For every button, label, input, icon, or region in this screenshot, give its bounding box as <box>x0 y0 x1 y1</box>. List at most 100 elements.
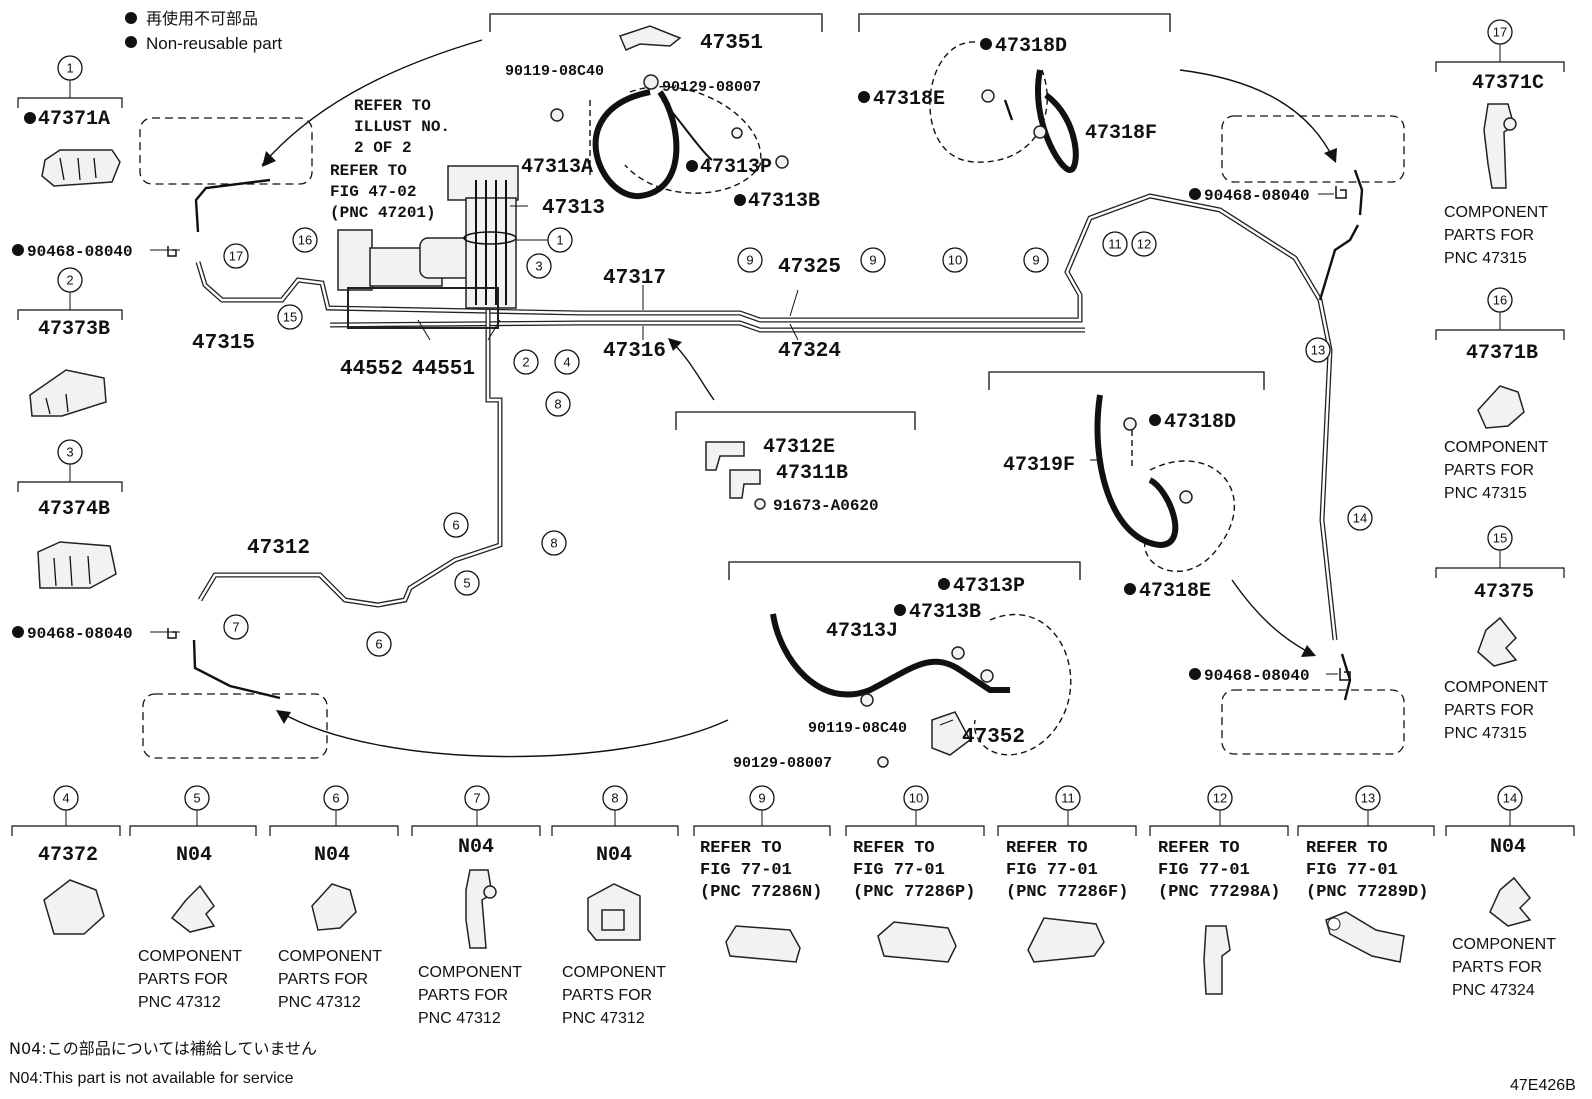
svg-text:N04: N04 <box>314 844 350 867</box>
svg-text:PNC 47312: PNC 47312 <box>418 1010 501 1027</box>
svg-text:(PNC 77286P): (PNC 77286P) <box>853 883 975 902</box>
svg-text:PARTS FOR: PARTS FOR <box>1444 227 1534 244</box>
svg-text:COMPONENT: COMPONENT <box>1444 439 1548 456</box>
svg-text:47313P: 47313P <box>700 156 772 179</box>
svg-text:47372: 47372 <box>38 844 98 867</box>
svg-text:47325: 47325 <box>778 256 841 279</box>
svg-text:47313P: 47313P <box>953 575 1025 598</box>
svg-text:REFER TO: REFER TO <box>354 97 431 115</box>
svg-text:14: 14 <box>1353 511 1367 526</box>
svg-text:(PNC 77298A): (PNC 77298A) <box>1158 883 1280 902</box>
svg-text:91673-A0620: 91673-A0620 <box>773 497 879 515</box>
svg-text:2: 2 <box>66 273 73 288</box>
svg-text:9: 9 <box>1032 253 1039 268</box>
svg-text:PNC 47315: PNC 47315 <box>1444 485 1527 502</box>
svg-text:REFER TO: REFER TO <box>853 839 935 858</box>
legend-nonreusable-ja: 再使用不可部品 <box>146 9 258 28</box>
svg-text:47317: 47317 <box>603 267 666 290</box>
svg-text:PARTS FOR: PARTS FOR <box>1444 462 1534 479</box>
svg-text:14: 14 <box>1503 791 1517 806</box>
svg-text:6: 6 <box>452 518 459 533</box>
svg-text:5: 5 <box>463 576 470 591</box>
svg-text:7: 7 <box>473 791 480 806</box>
svg-text:47371A: 47371A <box>38 108 110 131</box>
svg-text:90129-08007: 90129-08007 <box>662 79 761 96</box>
svg-text:PARTS FOR: PARTS FOR <box>1444 702 1534 719</box>
svg-text:90468-08040: 90468-08040 <box>27 243 133 261</box>
svg-text:47371B: 47371B <box>1466 342 1538 365</box>
svg-text:ILLUST NO.: ILLUST NO. <box>354 118 450 136</box>
svg-text:(PNC 47201): (PNC 47201) <box>330 204 436 222</box>
svg-text:15: 15 <box>1493 531 1507 546</box>
svg-text:11: 11 <box>1061 791 1075 806</box>
svg-text:90119-08C40: 90119-08C40 <box>505 63 604 80</box>
svg-text:11: 11 <box>1108 237 1122 252</box>
footnote-n04-ja: N04:この部品については補給していません <box>9 1039 317 1058</box>
svg-text:90119-08C40: 90119-08C40 <box>808 720 907 737</box>
svg-text:17: 17 <box>1493 25 1507 40</box>
svg-text:47313A: 47313A <box>521 156 593 179</box>
svg-text:REFER TO: REFER TO <box>1158 839 1240 858</box>
svg-text:47374B: 47374B <box>38 498 110 521</box>
svg-text:PARTS FOR: PARTS FOR <box>278 971 368 988</box>
svg-text:PNC 47315: PNC 47315 <box>1444 725 1527 742</box>
svg-text:47318E: 47318E <box>1139 580 1211 603</box>
svg-text:PNC 47324: PNC 47324 <box>1452 982 1535 999</box>
svg-text:13: 13 <box>1361 791 1375 806</box>
svg-text:8: 8 <box>611 791 618 806</box>
svg-text:N04: N04 <box>1490 836 1526 859</box>
svg-text:47318D: 47318D <box>1164 411 1236 434</box>
svg-text:COMPONENT: COMPONENT <box>278 948 382 965</box>
svg-text:90129-08007: 90129-08007 <box>733 755 832 772</box>
svg-text:9: 9 <box>869 253 876 268</box>
svg-text:47313: 47313 <box>542 197 605 220</box>
svg-text:47312: 47312 <box>247 537 310 560</box>
svg-text:5: 5 <box>193 791 200 806</box>
svg-text:12: 12 <box>1213 791 1227 806</box>
svg-text:90468-08040: 90468-08040 <box>1204 187 1310 205</box>
svg-text:47313B: 47313B <box>909 601 981 624</box>
svg-text:6: 6 <box>375 637 382 652</box>
svg-text:47313B: 47313B <box>748 190 820 213</box>
svg-text:PARTS FOR: PARTS FOR <box>418 987 508 1004</box>
svg-text:2 OF 2: 2 OF 2 <box>354 139 412 157</box>
legend-nonreusable-en: Non-reusable part <box>146 34 282 53</box>
svg-text:FIG 77-01: FIG 77-01 <box>700 861 792 880</box>
svg-text:PNC 47312: PNC 47312 <box>278 994 361 1011</box>
svg-text:COMPONENT: COMPONENT <box>1444 679 1548 696</box>
svg-text:47371C: 47371C <box>1472 72 1544 95</box>
svg-text:47318D: 47318D <box>995 35 1067 58</box>
svg-text:COMPONENT: COMPONENT <box>1452 936 1556 953</box>
svg-text:REFER TO: REFER TO <box>1006 839 1088 858</box>
svg-text:47316: 47316 <box>603 340 666 363</box>
figure-id: 47E426B <box>1510 1077 1576 1094</box>
svg-text:47312E: 47312E <box>763 436 835 459</box>
svg-text:N04: N04 <box>458 836 494 859</box>
svg-text:REFER TO: REFER TO <box>1306 839 1388 858</box>
svg-text:47311B: 47311B <box>776 462 848 485</box>
svg-text:47373B: 47373B <box>38 318 110 341</box>
svg-text:REFER TO: REFER TO <box>330 162 407 180</box>
brake-lines <box>192 169 1364 701</box>
svg-text:47315: 47315 <box>192 332 255 355</box>
svg-text:PNC 47312: PNC 47312 <box>138 994 221 1011</box>
svg-text:PNC 47315: PNC 47315 <box>1444 250 1527 267</box>
svg-text:47352: 47352 <box>962 726 1025 749</box>
svg-text:2: 2 <box>522 355 529 370</box>
svg-text:PNC 47312: PNC 47312 <box>562 1010 645 1027</box>
svg-text:17: 17 <box>229 249 243 264</box>
svg-text:44551: 44551 <box>412 358 475 381</box>
svg-text:90468-08040: 90468-08040 <box>1204 667 1310 685</box>
svg-text:47351: 47351 <box>700 32 763 55</box>
svg-text:N04: N04 <box>176 844 212 867</box>
svg-text:3: 3 <box>535 259 542 274</box>
svg-text:13: 13 <box>1311 343 1325 358</box>
svg-text:9: 9 <box>758 791 765 806</box>
svg-text:16: 16 <box>298 233 312 248</box>
main-labels: 47351 90119-08C40 90129-08007 47313A 473… <box>12 32 1310 772</box>
svg-text:1: 1 <box>66 61 73 76</box>
svg-text:47375: 47375 <box>1474 581 1534 604</box>
svg-text:10: 10 <box>948 253 962 268</box>
